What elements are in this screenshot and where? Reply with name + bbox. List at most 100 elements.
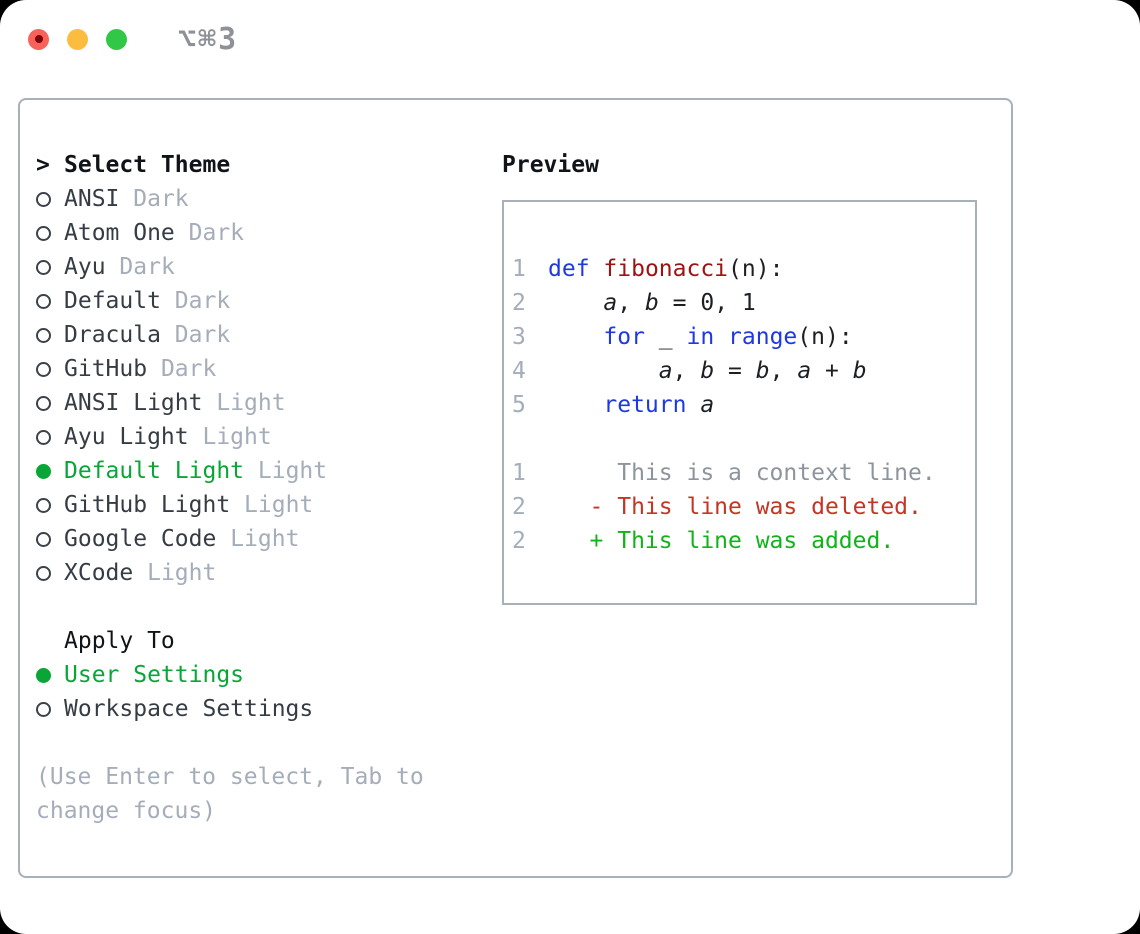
radio-icon: [36, 565, 51, 581]
token-pl: [714, 324, 728, 350]
theme-option-atom-one[interactable]: Atom One Dark: [36, 216, 494, 250]
radio-icon: [36, 327, 51, 343]
marker-cell: [36, 497, 64, 513]
radio-icon: [36, 701, 51, 717]
token-pl: +: [811, 358, 853, 384]
window-title: ⌥⌘3: [178, 21, 239, 57]
token-kw: range: [728, 324, 798, 350]
line-number: 2: [512, 494, 526, 520]
token-pl: ,: [617, 290, 645, 316]
token-pl: = 0, 1: [658, 290, 756, 316]
spacer: [36, 590, 494, 624]
option-label: Default Dark: [64, 288, 231, 314]
close-button[interactable]: [28, 28, 49, 50]
line-number: 4: [512, 358, 526, 384]
apply-option-workspace-settings[interactable]: Workspace Settings: [36, 692, 494, 726]
token-add: + This line was added.: [548, 528, 895, 554]
preview-heading: Preview: [502, 152, 599, 178]
marker-cell: [36, 395, 64, 411]
theme-option-xcode[interactable]: XCode Light: [36, 556, 494, 590]
token-pl: ,: [672, 358, 701, 384]
option-label: ANSI Light Light: [64, 390, 286, 416]
token-pl: [548, 324, 603, 350]
theme-option-default[interactable]: Default Dark: [36, 284, 494, 318]
marker-cell: [36, 327, 64, 343]
theme-option-github[interactable]: GitHub Dark: [36, 352, 494, 386]
line-number: 3: [512, 324, 526, 350]
marker-cell: [36, 463, 64, 479]
token-pl: [548, 392, 603, 418]
marker-cell: [36, 191, 64, 207]
minimize-button[interactable]: [67, 28, 88, 50]
line-number: 5: [512, 392, 526, 418]
code-line: 2 a, b = 0, 1: [512, 286, 975, 320]
option-label: ANSI Dark: [64, 186, 189, 212]
token-pl: (n):: [797, 324, 853, 350]
token-kw: for: [603, 324, 645, 350]
radio-icon: [36, 259, 51, 275]
token-del: - This line was deleted.: [548, 494, 922, 520]
radio-selected-icon: [36, 667, 51, 683]
theme-option-default-light[interactable]: Default Light Light: [36, 454, 494, 488]
code-line: 1 def fibonacci(n):: [512, 252, 975, 286]
radio-icon: [36, 225, 51, 241]
theme-option-ayu-light[interactable]: Ayu Light Light: [36, 420, 494, 454]
theme-option-dracula[interactable]: Dracula Dark: [36, 318, 494, 352]
theme-option-ansi[interactable]: ANSI Dark: [36, 182, 494, 216]
radio-icon: [36, 293, 51, 309]
marker-cell: [36, 531, 64, 547]
token-pl: [548, 358, 659, 384]
token-var: b: [700, 358, 715, 384]
option-label: Google Code Light: [64, 526, 300, 552]
marker-cell: [36, 259, 64, 275]
code-line: 3 for _ in range(n):: [512, 320, 975, 354]
blank-line: [512, 422, 975, 456]
option-label: Dracula Dark: [64, 322, 231, 348]
line-number: 1: [512, 460, 526, 486]
option-label: Ayu Light Light: [64, 424, 272, 450]
diff-line: 2 + This line was added.: [512, 524, 975, 558]
option-label: GitHub Light Light: [64, 492, 314, 518]
diff-line: 2 - This line was deleted.: [512, 490, 975, 524]
line-number: 1: [512, 256, 526, 282]
marker-cell: [36, 429, 64, 445]
token-pl: [686, 392, 700, 418]
code-line: 4 a, b = b, a + b: [512, 354, 975, 388]
radio-icon: [36, 361, 51, 377]
token-pl: ,: [769, 358, 798, 384]
line-number: 2: [512, 290, 526, 316]
diff-line: 1 This is a context line.: [512, 456, 975, 490]
option-label: XCode Light: [64, 560, 217, 586]
apply-option-user-settings[interactable]: User Settings: [36, 658, 494, 692]
radio-icon: [36, 395, 51, 411]
theme-option-google-code[interactable]: Google Code Light: [36, 522, 494, 556]
option-label: Default Light Light: [64, 458, 328, 484]
hint-text: (Use Enter to select, Tab to change focu…: [36, 764, 424, 824]
prompt-caret: >: [36, 152, 50, 178]
marker-cell: [36, 565, 64, 581]
marker-cell: [36, 293, 64, 309]
marker-cell: [36, 701, 64, 717]
token-var: a: [700, 392, 715, 418]
apply-to-heading: Apply To: [64, 628, 175, 654]
option-label: Atom One Dark: [64, 220, 245, 246]
token-fn: fibonacci: [603, 256, 729, 282]
token-pl: (n):: [728, 256, 784, 282]
option-label: User Settings: [64, 662, 245, 688]
token-kw: def: [548, 256, 590, 282]
token-ctx: This is a context line.: [548, 460, 936, 486]
token-pl: _: [644, 324, 687, 350]
token-var: b: [755, 358, 770, 384]
theme-option-ayu[interactable]: Ayu Dark: [36, 250, 494, 284]
maximize-button[interactable]: [106, 28, 127, 50]
theme-option-ansi-light[interactable]: ANSI Light Light: [36, 386, 494, 420]
radio-icon: [36, 497, 51, 513]
token-kw: in: [686, 324, 715, 350]
theme-option-github-light[interactable]: GitHub Light Light: [36, 488, 494, 522]
token-pl: [548, 290, 603, 316]
select-theme-header-row: > Select Theme: [36, 148, 494, 182]
option-label: Workspace Settings: [64, 696, 314, 722]
